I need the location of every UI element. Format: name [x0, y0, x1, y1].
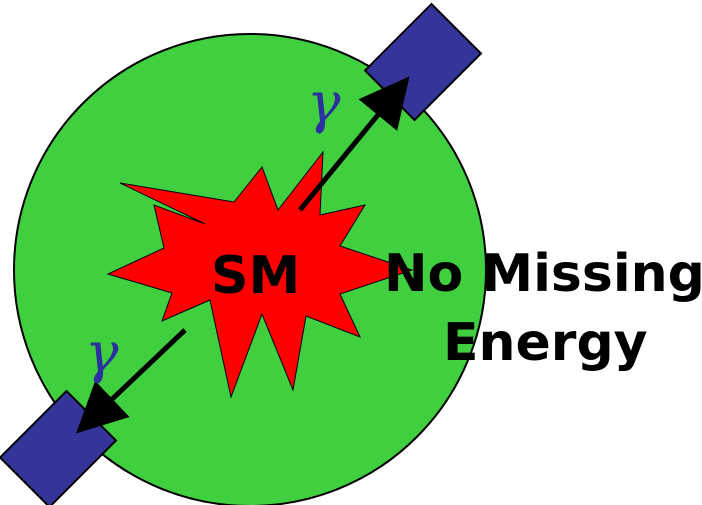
center-label: SM: [211, 246, 300, 306]
gamma-label-bottom: γ: [85, 321, 119, 386]
gamma-label-top: γ: [307, 71, 341, 136]
side-label-line1: No Missing: [384, 244, 702, 304]
side-label-line2: Energy: [443, 313, 648, 373]
